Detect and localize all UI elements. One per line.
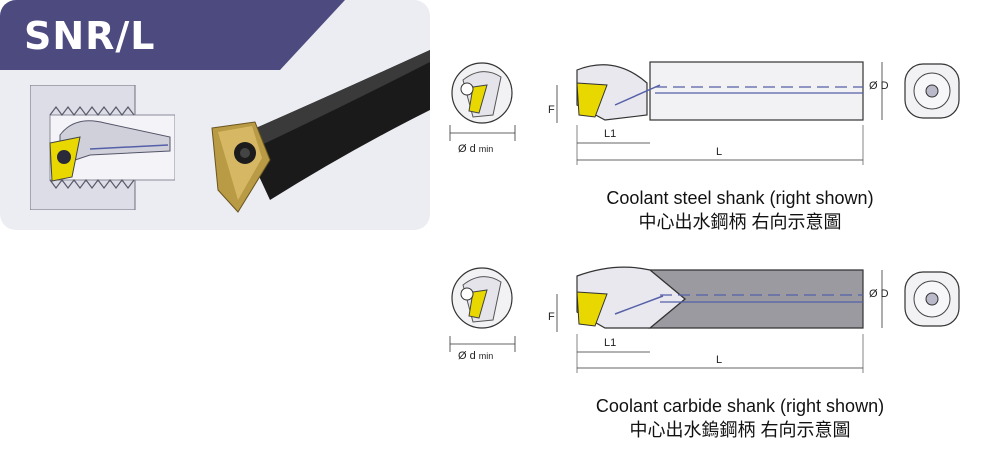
- carbide-L-label: L: [716, 354, 723, 366]
- carbide-rear-view: [904, 271, 960, 327]
- steel-rear-view: [904, 63, 960, 119]
- steel-d-suffix: min: [478, 144, 494, 154]
- carbide-caption-en: Coolant carbide shank (right shown): [595, 396, 885, 416]
- carbide-end-view: [449, 267, 516, 352]
- carbide-d-text: Ø d: [458, 350, 476, 362]
- steel-d-text: Ø d: [458, 143, 476, 155]
- product-image-panel: SNR/L: [0, 0, 430, 230]
- carbide-L1-label: L1: [604, 337, 617, 349]
- steel-D-label: Ø D: [869, 80, 889, 92]
- carbide-D-label: Ø D: [869, 288, 889, 300]
- steel-L-label: L: [716, 146, 723, 158]
- steel-caption: Coolant steel shank (right shown) 中心出水鋼柄…: [530, 186, 950, 234]
- title-badge: [0, 0, 345, 70]
- product-title: SNR/L: [24, 14, 156, 58]
- steel-caption-zh: 中心出水鋼柄 右向示意圖: [638, 212, 842, 232]
- steel-end-view: [449, 62, 516, 141]
- carbide-d-suffix: min: [478, 351, 494, 361]
- steel-F-label: F: [548, 104, 555, 116]
- steel-side-view: [556, 61, 883, 165]
- steel-caption-en: Coolant steel shank (right shown): [606, 188, 874, 208]
- carbide-caption: Coolant carbide shank (right shown) 中心出水…: [530, 394, 950, 442]
- steel-dmin-label: Ø d min: [458, 143, 493, 155]
- carbide-side-view: [556, 266, 883, 373]
- carbide-F-label: F: [548, 311, 555, 323]
- carbide-caption-zh: 中心出水鎢鋼柄 右向示意圖: [629, 420, 851, 440]
- carbide-dmin-label: Ø d min: [458, 350, 493, 362]
- steel-L1-label: L1: [604, 128, 617, 140]
- tool-photo-illustration: [211, 50, 430, 213]
- threading-section-illustration: [30, 85, 175, 210]
